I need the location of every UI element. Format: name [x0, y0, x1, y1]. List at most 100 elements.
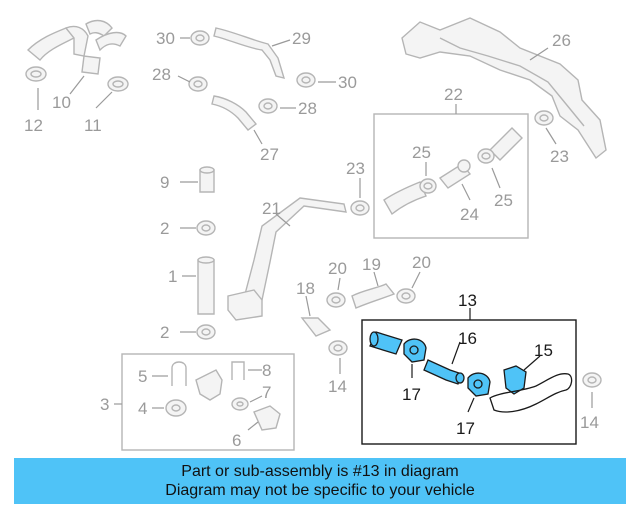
sub-assembly-box-22 [373, 113, 529, 239]
leader-28-left [177, 75, 191, 83]
pipe-21[interactable] [243, 197, 347, 309]
leader-20-left [337, 277, 341, 291]
callout-13: 13 [458, 291, 477, 310]
callout-20-right: 20 [412, 253, 431, 272]
sub-assembly-box-13[interactable] [361, 319, 577, 445]
leader-11 [95, 91, 113, 109]
hose-29[interactable] [213, 27, 286, 79]
clamp-11[interactable] [107, 76, 129, 92]
clamp-17-left[interactable] [403, 338, 427, 363]
callout-17-right: 17 [456, 419, 475, 438]
callout-6: 6 [232, 431, 241, 450]
clamp-14-left[interactable] [328, 340, 348, 356]
hose-19[interactable] [351, 283, 396, 309]
info-banner: Part or sub-assembly is #13 in diagram D… [14, 458, 626, 504]
pipe-21-bracket [227, 289, 263, 321]
clamp-28-left[interactable] [188, 76, 208, 92]
leader-15 [523, 355, 541, 371]
callout-2-bottom: 2 [160, 323, 169, 342]
tube-1[interactable] [197, 259, 215, 315]
elbow-fitting[interactable] [195, 369, 223, 401]
callout-20-left: 20 [328, 259, 347, 278]
sub-assembly-box-3 [121, 353, 295, 451]
clamp-2-bottom[interactable] [196, 324, 216, 340]
leader-18 [305, 295, 311, 317]
clamp-20-right[interactable] [396, 288, 416, 304]
leader-7 [249, 395, 263, 403]
callout-4: 4 [138, 399, 147, 418]
clamp-17-right[interactable] [467, 372, 491, 397]
leader-27 [253, 129, 263, 145]
hose-assembly-10[interactable] [26, 19, 127, 75]
leader-20-right [411, 271, 421, 289]
callout-8: 8 [262, 361, 271, 380]
callout-14-left: 14 [328, 377, 347, 396]
callout-2-top: 2 [160, 219, 169, 238]
callout-28-right: 28 [298, 99, 317, 118]
clip-8[interactable] [231, 361, 245, 380]
callout-30-mid: 30 [338, 73, 357, 92]
clamp-23-left[interactable] [350, 200, 370, 216]
callout-27: 27 [260, 145, 279, 164]
hose-27[interactable] [211, 95, 258, 131]
tee-18[interactable] [300, 317, 332, 337]
leader-6 [247, 421, 259, 431]
leader-25-right [491, 167, 501, 189]
callout-26: 26 [552, 31, 571, 50]
clamp-12[interactable] [25, 66, 47, 82]
leader-29 [271, 39, 291, 47]
callout-9: 9 [160, 173, 169, 192]
bracket-26-rib [439, 37, 585, 127]
callout-5: 5 [138, 367, 147, 386]
callout-30-top: 30 [156, 29, 175, 48]
bracket-15[interactable] [503, 365, 527, 395]
leader-26 [529, 47, 549, 61]
bracket-26[interactable] [401, 17, 607, 160]
callout-17-left: 17 [402, 385, 421, 404]
valve-6[interactable] [253, 405, 281, 431]
leader-24 [461, 183, 471, 201]
callout-23-right: 23 [550, 147, 569, 166]
clamp-30-mid[interactable] [296, 72, 316, 88]
callout-11: 11 [84, 116, 102, 135]
callout-22: 22 [444, 85, 463, 104]
callout-29: 29 [292, 29, 311, 48]
callout-21: 21 [262, 199, 281, 218]
connector-16[interactable] [423, 359, 465, 385]
callout-14-right: 14 [580, 413, 599, 432]
hose-outline-13 [489, 373, 573, 413]
leader-17-right [467, 397, 475, 413]
callout-1: 1 [168, 267, 177, 286]
leader-23-right [545, 127, 557, 145]
clamp-28-right[interactable] [258, 98, 278, 114]
callout-18: 18 [296, 279, 315, 298]
callout-19: 19 [362, 255, 381, 274]
callout-16: 16 [458, 329, 477, 348]
grommet-4[interactable] [165, 399, 187, 417]
banner-line-2: Diagram may not be specific to your vehi… [165, 482, 475, 499]
callout-24: 24 [460, 205, 479, 224]
leader-19 [373, 271, 379, 287]
clamp-30-top[interactable] [190, 30, 210, 46]
hose-13-blue[interactable] [369, 331, 403, 355]
callout-15: 15 [534, 341, 553, 360]
connector-24-port [457, 159, 471, 173]
banner-line-1: Part or sub-assembly is #13 in diagram [181, 463, 459, 480]
grommet-7[interactable] [231, 397, 249, 411]
leader-10 [69, 75, 85, 95]
clamp-20-left[interactable] [326, 292, 346, 308]
callout-7: 7 [262, 383, 271, 402]
clamp-25-right[interactable] [477, 148, 495, 164]
callout-23-left: 23 [346, 159, 365, 178]
clamp-25-left[interactable] [419, 178, 437, 194]
callout-25-left: 25 [412, 143, 431, 162]
hose-in-box-22[interactable] [383, 181, 427, 216]
clip-5[interactable] [171, 361, 187, 386]
exploded-parts-diagram: 12 10 11 30 29 30 28 28 27 26 23 22 [24, 17, 607, 451]
clamp-14-right[interactable] [582, 372, 602, 388]
callout-10: 10 [52, 93, 71, 112]
clamp-23-right[interactable] [534, 110, 554, 126]
clamp-2-top[interactable] [196, 220, 216, 236]
hose-stub-25[interactable] [489, 127, 523, 161]
